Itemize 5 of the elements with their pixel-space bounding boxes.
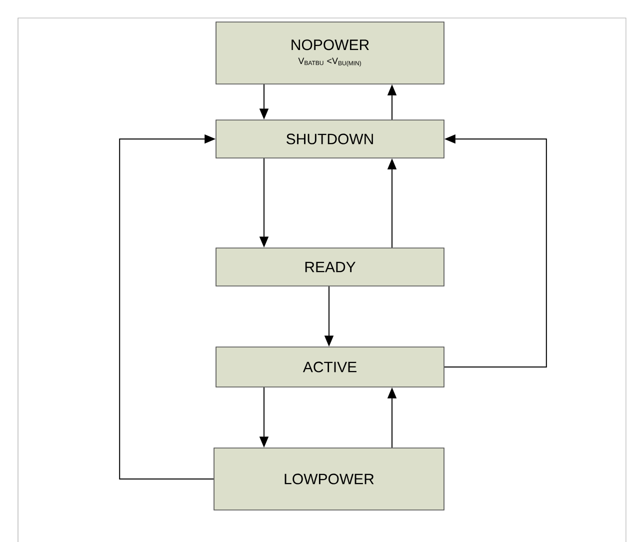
state-box: ACTIVE — [216, 346, 444, 388]
state-box: NOPOWER V$_{BATBU}$ <V$_{BU(MIN)}$ — [216, 22, 444, 84]
state-box: LOWPOWER — [214, 448, 444, 510]
state-box: READY — [216, 248, 444, 286]
state-box: SHUTDOWN — [216, 120, 444, 158]
